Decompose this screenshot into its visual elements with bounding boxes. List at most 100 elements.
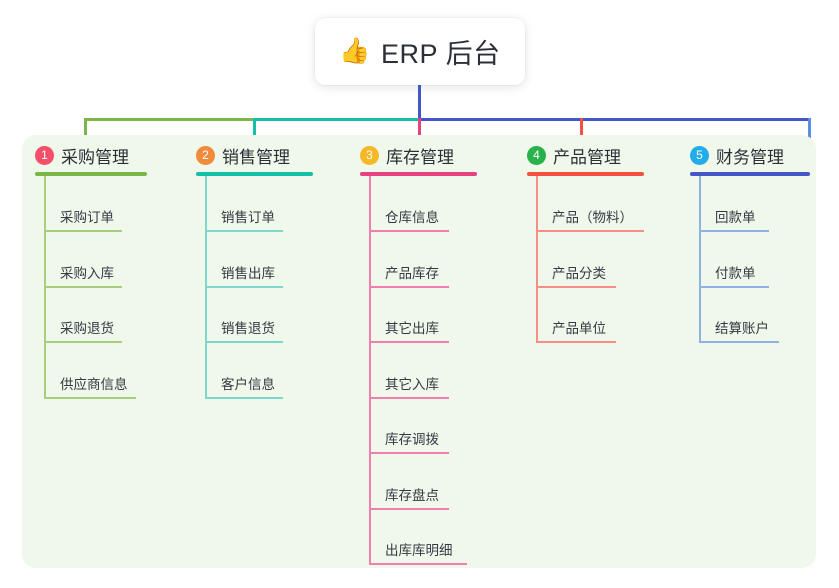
column-spine [536, 176, 538, 343]
column-number-badge: 2 [196, 146, 215, 165]
list-item-rule [205, 285, 283, 288]
column-number-badge: 1 [35, 146, 54, 165]
connector-bus-segment [84, 118, 256, 121]
list-item[interactable]: 产品单位 [536, 313, 616, 343]
list-item[interactable]: 其它出库 [369, 313, 449, 343]
list-item-label: 仓库信息 [385, 210, 439, 225]
column-header-2[interactable]: 2 销售管理 [196, 143, 290, 168]
list-item-rule [369, 563, 467, 565]
list-item-rule [205, 230, 283, 232]
column-title: 销售管理 [222, 148, 290, 167]
list-item[interactable]: 销售出库 [205, 258, 283, 288]
list-item-rule [369, 396, 449, 399]
list-item[interactable]: 结算账户 [699, 313, 779, 343]
list-item-rule [369, 341, 449, 343]
connector-drop [253, 118, 256, 146]
column-header-rule [35, 172, 147, 176]
list-item-rule [44, 396, 136, 399]
mindmap-column-3: 3 库存管理仓库信息产品库存其它出库其它入库库存调拨库存盘点出库库明细 [360, 135, 497, 568]
list-item-rule [369, 507, 449, 510]
mindmap-column-4: 4 产品管理产品（物料） 产品分类产品单位 [527, 135, 664, 568]
list-item-label: 采购退货 [60, 321, 114, 336]
connector-trunk [418, 85, 421, 120]
list-item[interactable]: 采购订单 [44, 202, 122, 232]
list-item-label: 回款单 [715, 210, 756, 225]
column-header-rule [196, 172, 313, 176]
list-item-label: 销售退货 [221, 321, 275, 336]
list-item-label: 其它入库 [385, 376, 439, 392]
list-item[interactable]: 客户信息 [205, 369, 283, 399]
list-item[interactable]: 库存盘点 [369, 480, 449, 510]
list-item-label: 采购订单 [60, 210, 114, 225]
list-item-label: 销售订单 [221, 210, 275, 225]
list-item-rule [699, 285, 769, 288]
list-item[interactable]: 采购入库 [44, 258, 122, 288]
list-item[interactable]: 产品库存 [369, 258, 449, 288]
column-number-badge: 4 [527, 146, 546, 165]
list-item-label: 供应商信息 [60, 376, 128, 392]
root-title: 👍 ERP 后台 [339, 32, 500, 71]
column-number-badge: 5 [690, 146, 709, 165]
column-header-3[interactable]: 3 库存管理 [360, 143, 454, 168]
column-title: 财务管理 [716, 148, 784, 167]
list-item-rule [369, 452, 449, 454]
mindmap-column-1: 1 采购管理采购订单采购入库采购退货供应商信息 [35, 135, 167, 568]
list-item-label: 产品（物料） [552, 210, 633, 225]
column-title: 库存管理 [386, 148, 454, 167]
connector-drop [418, 118, 421, 146]
column-header-5[interactable]: 5 财务管理 [690, 143, 784, 168]
list-item-rule [369, 230, 449, 232]
list-item-label: 采购入库 [60, 265, 114, 281]
list-item[interactable]: 产品（物料） [536, 202, 644, 232]
connector-bus-segment [418, 118, 811, 121]
list-item[interactable]: 供应商信息 [44, 369, 136, 399]
list-item-label: 库存盘点 [385, 487, 439, 503]
list-item-rule [536, 230, 644, 232]
list-item-rule [44, 230, 122, 232]
connector-drop [84, 118, 87, 146]
list-item[interactable]: 回款单 [699, 202, 769, 232]
list-item[interactable]: 销售退货 [205, 313, 283, 343]
list-item[interactable]: 采购退货 [44, 313, 122, 343]
list-item-label: 其它出库 [385, 321, 439, 336]
column-title: 产品管理 [553, 148, 621, 167]
list-item-label: 产品库存 [385, 265, 439, 281]
list-item-rule [536, 341, 616, 343]
column-header-4[interactable]: 4 产品管理 [527, 143, 621, 168]
column-header-rule [690, 172, 810, 176]
thumbs-up-icon: 👍 [339, 37, 372, 65]
list-item[interactable]: 其它入库 [369, 369, 449, 399]
connector-drop [808, 118, 811, 146]
column-spine [699, 176, 701, 343]
list-item[interactable]: 产品分类 [536, 258, 616, 288]
column-spine [369, 176, 371, 565]
list-item-label: 产品单位 [552, 321, 606, 336]
root-node-card[interactable]: 👍 ERP 后台 [315, 18, 525, 85]
list-item[interactable]: 付款单 [699, 258, 769, 288]
column-number-badge: 3 [360, 146, 379, 165]
list-item-label: 销售出库 [221, 265, 275, 281]
list-item[interactable]: 出库库明细 [369, 535, 467, 565]
connector-bus-segment [253, 118, 421, 121]
list-item-rule [699, 230, 769, 232]
column-header-1[interactable]: 1 采购管理 [35, 143, 129, 168]
list-item-rule [536, 285, 616, 288]
list-item-rule [369, 285, 449, 288]
list-item-rule [44, 341, 122, 343]
list-item-label: 出库库明细 [385, 543, 453, 558]
list-item[interactable]: 仓库信息 [369, 202, 449, 232]
list-item-label: 付款单 [715, 265, 756, 281]
list-item-label: 库存调拨 [385, 432, 439, 447]
root-title-text: ERP 后台 [381, 39, 501, 69]
column-header-rule [360, 172, 477, 176]
list-item-label: 结算账户 [715, 321, 769, 336]
list-item-rule [205, 341, 283, 343]
list-item-rule [44, 285, 122, 288]
list-item[interactable]: 库存调拨 [369, 424, 449, 454]
mindmap-panel: 1 采购管理采购订单采购入库采购退货供应商信息 2 销售管理销售订单销售出库销售退货客… [22, 135, 816, 568]
list-item-rule [205, 396, 283, 399]
list-item-label: 产品分类 [552, 265, 606, 281]
list-item-label: 客户信息 [221, 376, 275, 392]
column-title: 采购管理 [61, 148, 129, 167]
list-item[interactable]: 销售订单 [205, 202, 283, 232]
